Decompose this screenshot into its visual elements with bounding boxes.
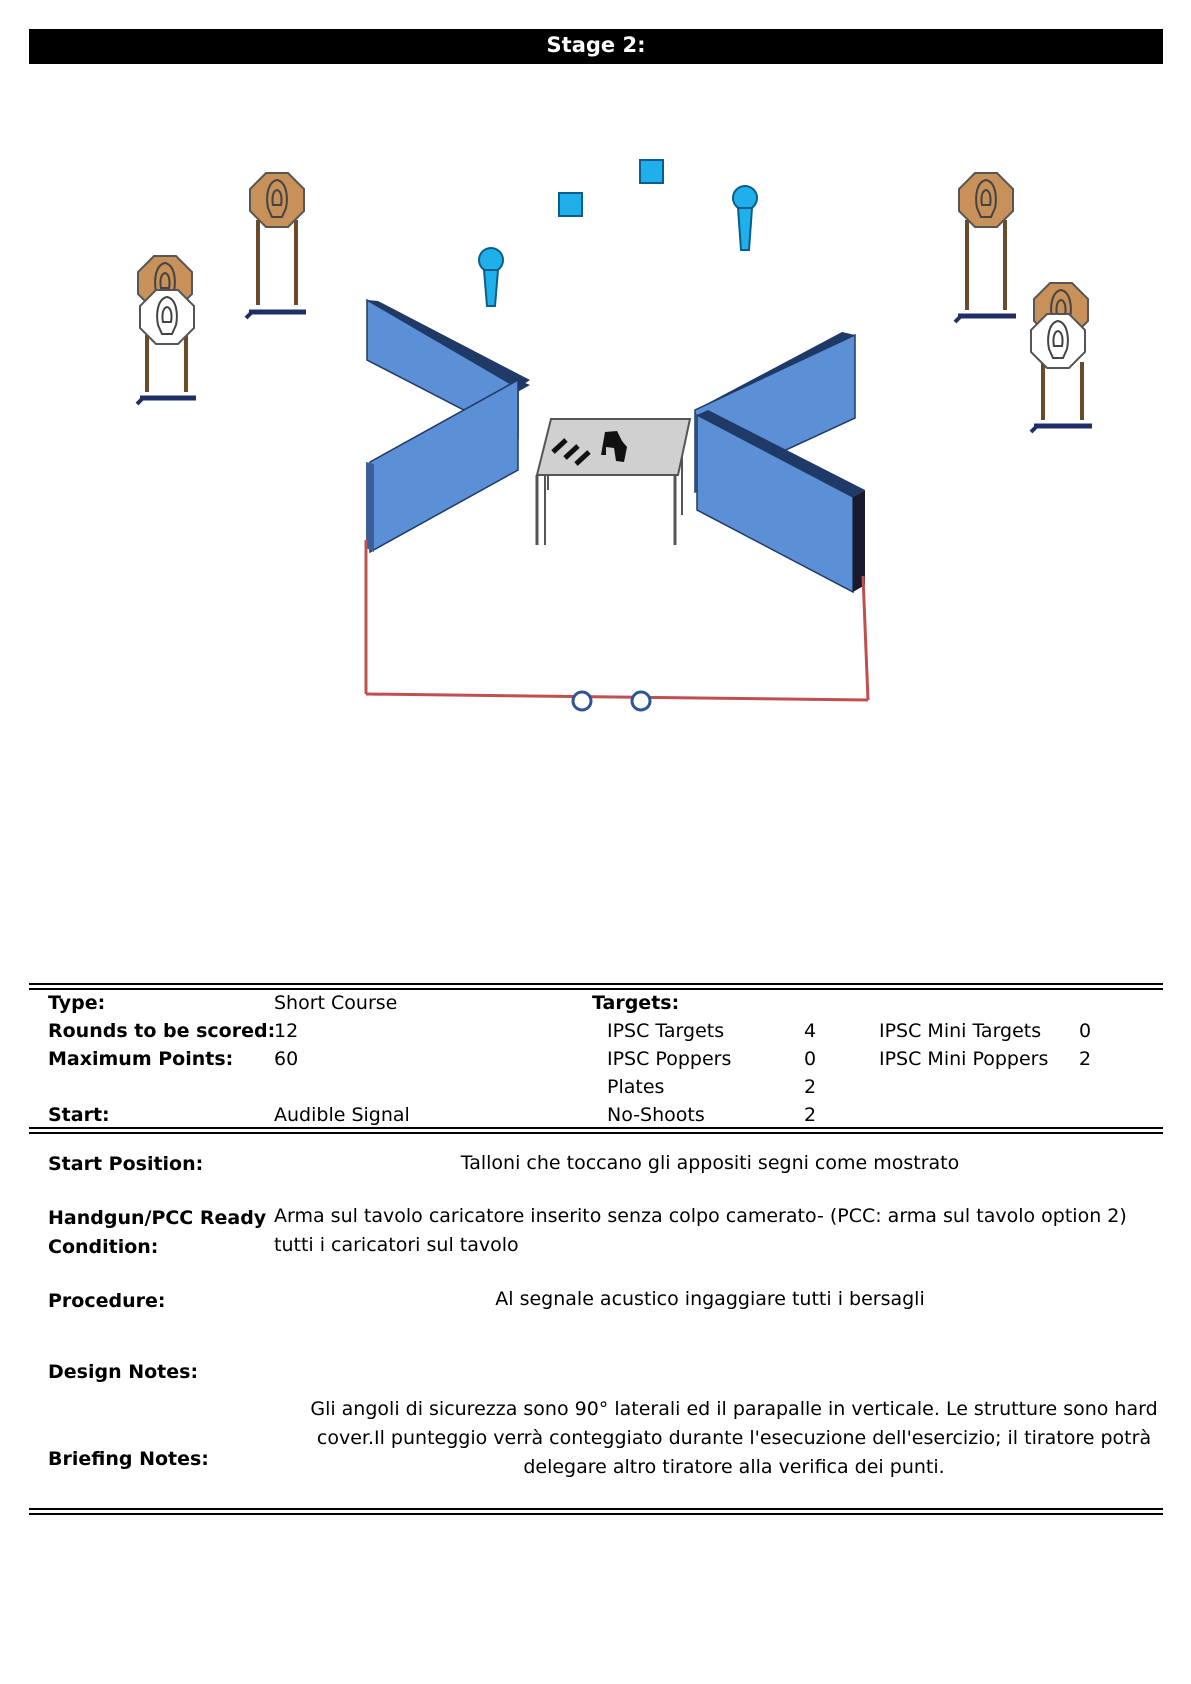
magazines	[551, 438, 591, 466]
wall-right	[694, 332, 865, 594]
stage-diagram	[135, 159, 1092, 712]
target-name: IPSC Poppers	[607, 1048, 732, 1070]
steel-plate-2	[639, 159, 664, 184]
ipsc-target-left-back	[244, 172, 306, 320]
mini-popper-right	[732, 185, 758, 251]
ipsc-target-right-front	[1029, 282, 1092, 434]
mini-popper-left	[478, 247, 504, 307]
start-value: Audible Signal	[274, 1104, 410, 1126]
start-marker-right	[630, 690, 652, 712]
points-value: 60	[274, 1048, 299, 1070]
ipsc-target-left-front	[135, 255, 196, 406]
type-label: Type:	[48, 992, 106, 1014]
start-marker-left	[571, 690, 593, 712]
procedure-label: Procedure:	[48, 1290, 166, 1312]
target-name: IPSC Targets	[607, 1020, 725, 1042]
no-shoot-target-right	[1030, 313, 1086, 369]
design-notes-label: Design Notes:	[48, 1361, 199, 1383]
targets-label: Targets:	[592, 992, 680, 1014]
target-count: 2	[804, 1076, 817, 1098]
mini-target-count: 2	[1079, 1048, 1092, 1070]
start-position-value: Talloni che toccano gli appositi segni c…	[460, 1152, 960, 1174]
divider-bottom-2	[29, 1513, 1163, 1515]
mini-target-name: IPSC Mini Targets	[879, 1020, 1042, 1042]
divider-top-2	[29, 988, 1163, 990]
briefing-notes-value: Gli angoli di sicurezza sono 90° lateral…	[310, 1398, 1158, 1478]
wall-left	[366, 298, 530, 554]
rounds-label: Rounds to be scored:	[48, 1020, 276, 1042]
briefing-notes-label: Briefing Notes:	[48, 1448, 209, 1470]
points-label: Maximum Points:	[48, 1048, 234, 1070]
no-shoot-target-left	[139, 289, 195, 345]
target-count: 2	[804, 1104, 817, 1126]
divider-mid-2	[29, 1132, 1163, 1134]
start-position-label: Start Position:	[48, 1153, 204, 1175]
fault-line	[364, 540, 870, 702]
ipsc-target-right-back	[953, 172, 1016, 324]
start-label: Start:	[48, 1104, 110, 1126]
ready-condition-value: Arma sul tavolo caricatore inserito senz…	[274, 1205, 1127, 1256]
procedure-value: Al segnale acustico ingaggiare tutti i b…	[495, 1288, 925, 1310]
target-name: No-Shoots	[607, 1104, 705, 1126]
title-divider	[29, 62, 1163, 64]
ready-condition-label: Handgun/PCC Ready	[48, 1207, 267, 1229]
divider-bottom-1	[29, 1508, 1163, 1510]
mini-target-count: 0	[1079, 1020, 1092, 1042]
target-count: 4	[804, 1020, 817, 1042]
divider-mid-1	[29, 1127, 1163, 1129]
type-value: Short Course	[274, 992, 398, 1014]
ready-condition-label-2: Condition:	[48, 1236, 159, 1258]
stage-title: Stage 2:	[29, 29, 1163, 62]
target-count: 0	[804, 1048, 817, 1070]
divider-top-1	[29, 983, 1163, 985]
steel-plate-1	[558, 192, 583, 217]
rounds-value: 12	[274, 1020, 299, 1042]
mini-target-name: IPSC Mini Poppers	[879, 1048, 1049, 1070]
handgun	[601, 431, 627, 462]
target-name: Plates	[607, 1076, 665, 1098]
